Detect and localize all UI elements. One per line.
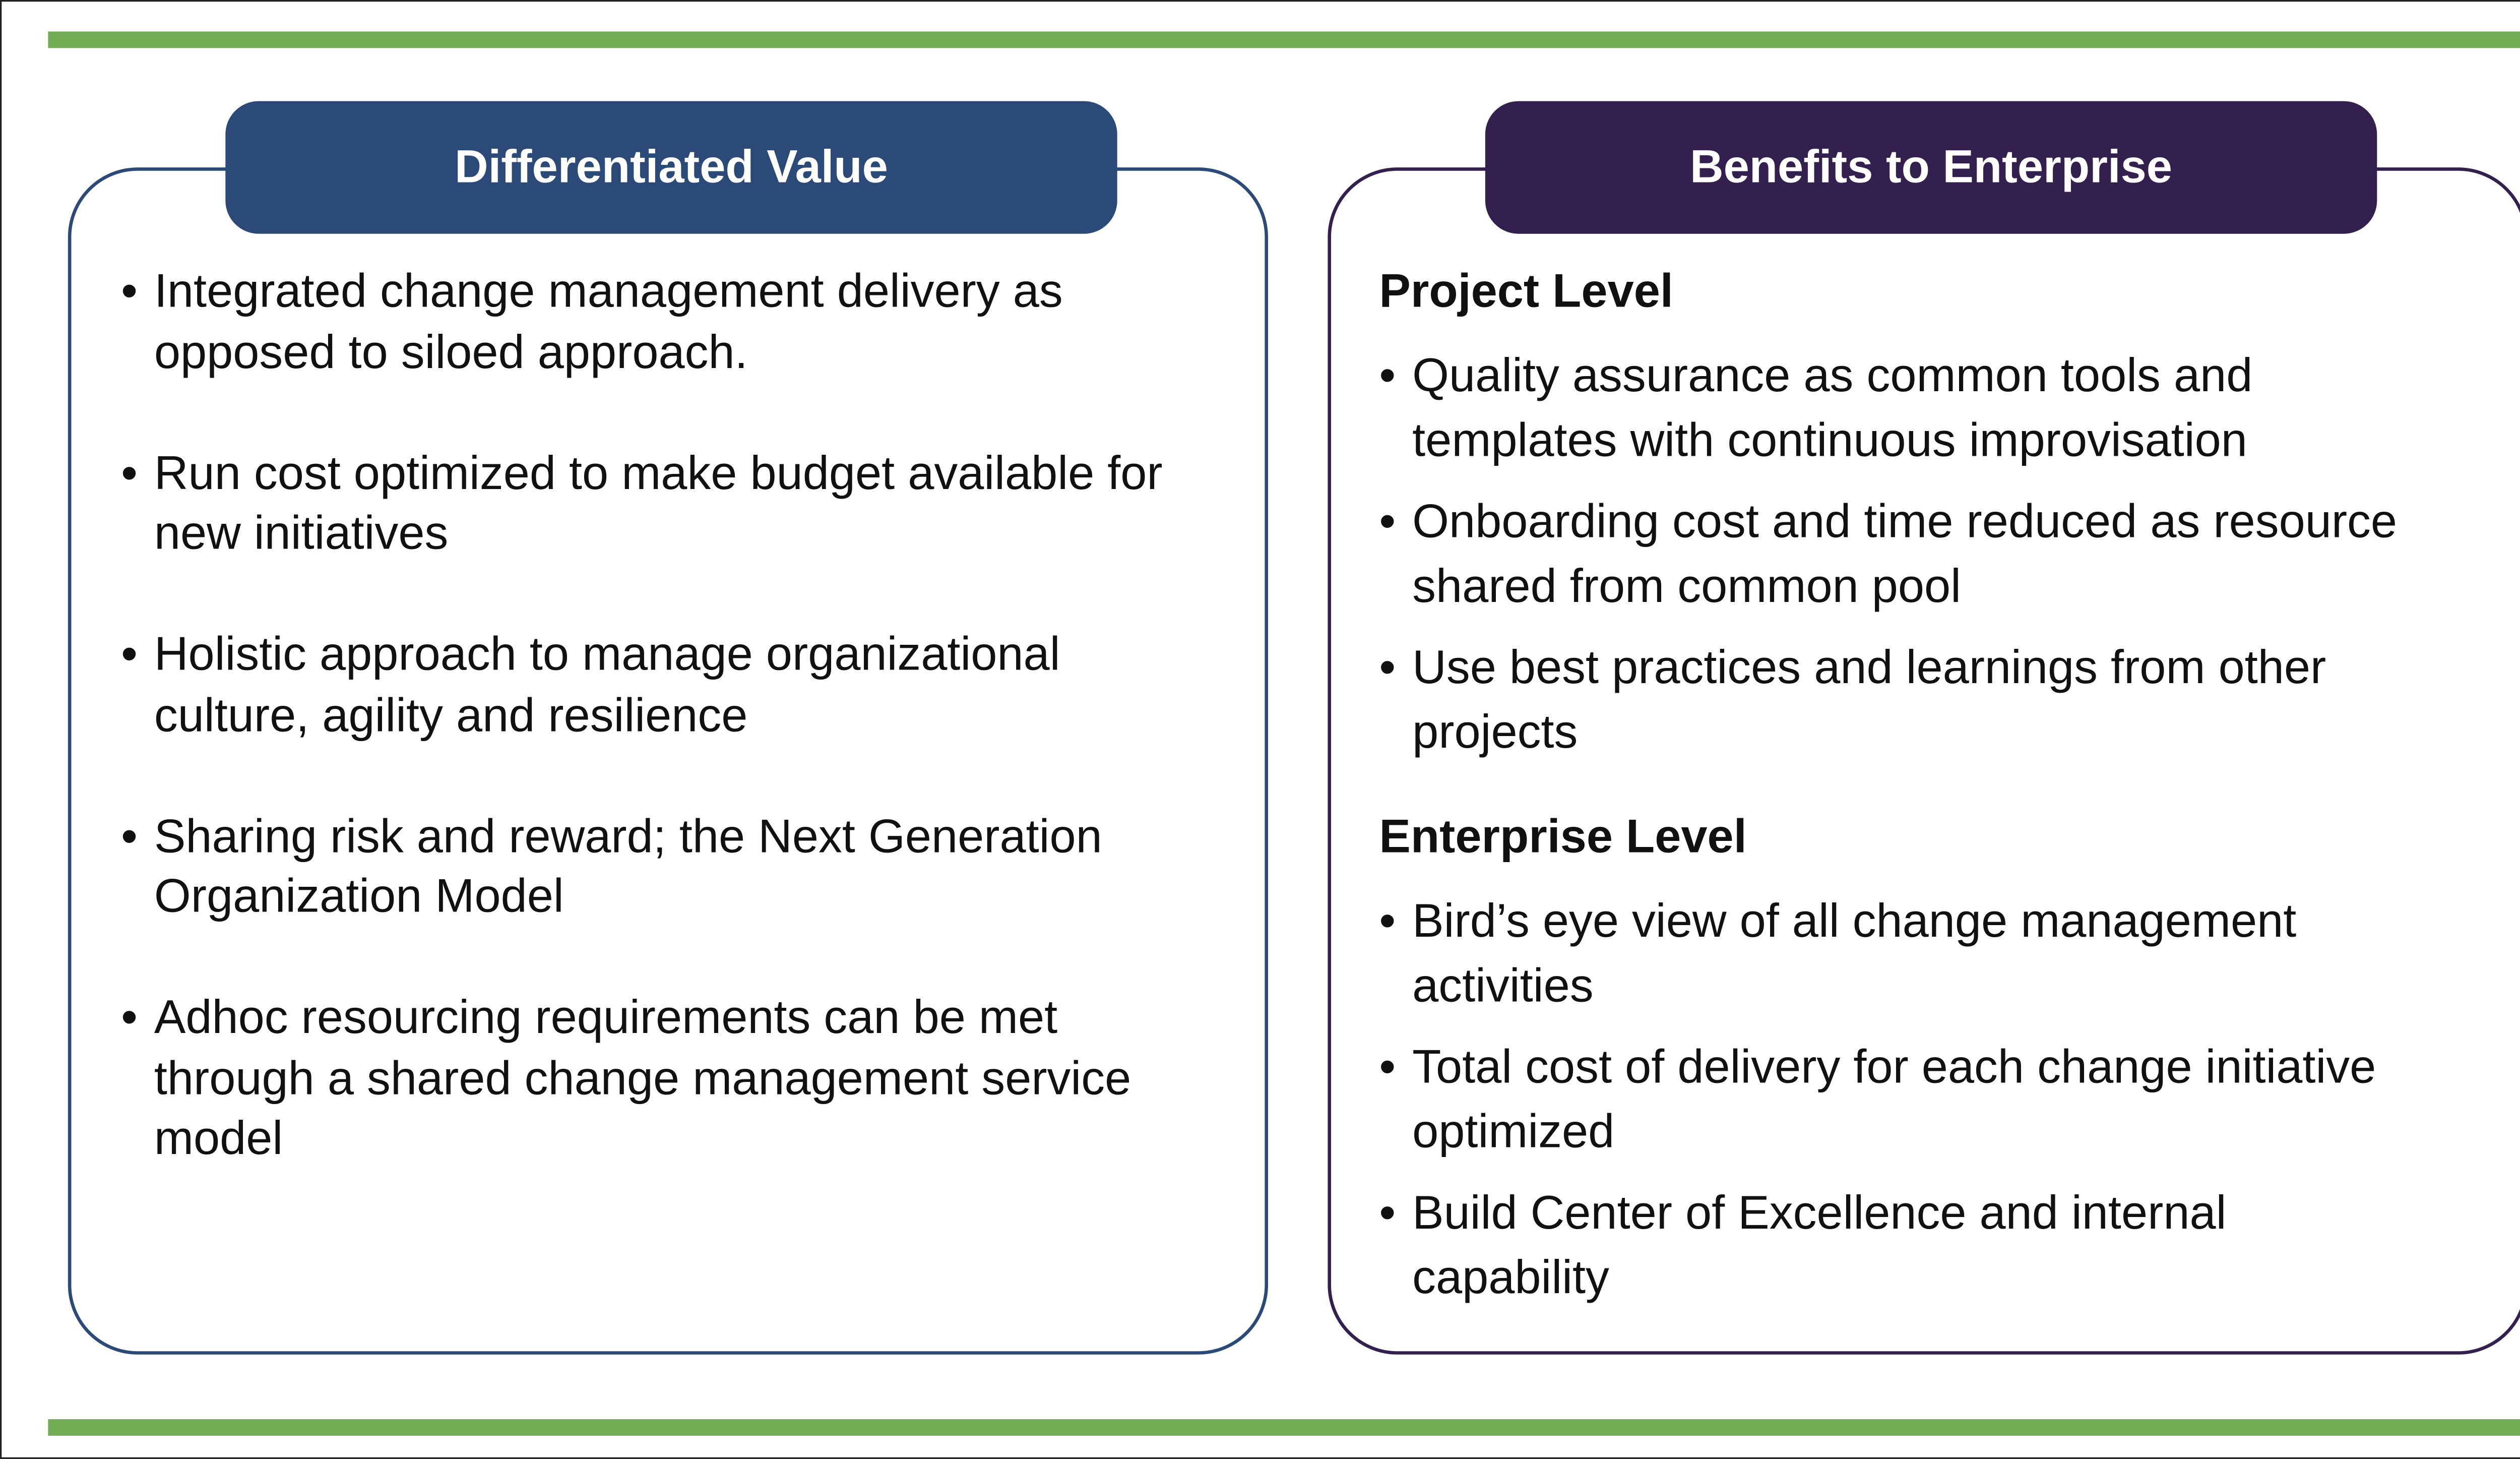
item-text: Adhoc resourcing requirements can be met…	[154, 991, 1131, 1166]
item-text: Run cost optimized to make budget availa…	[154, 447, 1163, 561]
project-level-heading: Project Level	[1379, 265, 1673, 319]
top-accent-bar	[48, 31, 2520, 48]
enterprise-level-heading: Enterprise Level	[1379, 811, 1747, 864]
benefits-title: Benefits to Enterprise	[1485, 101, 2377, 234]
list-item: •Integrated change management delivery a…	[121, 265, 1063, 379]
item-text: Build Center of Excellence and internal …	[1412, 1187, 2227, 1305]
item-text: Use best practices and learnings from ot…	[1412, 641, 2326, 760]
item-text: Sharing risk and reward; the Next Genera…	[154, 810, 1102, 924]
list-item: •Total cost of delivery for each change …	[1379, 1041, 2376, 1159]
list-item: •Holistic approach to manage organizatio…	[121, 628, 1060, 742]
item-text: Quality assurance as common tools and te…	[1412, 349, 2253, 468]
differentiated-value-title: Differentiated Value	[225, 101, 1117, 234]
item-text: Total cost of delivery for each change i…	[1412, 1041, 2376, 1159]
benefits-panel	[1328, 167, 2520, 1355]
list-item: •Bird’s eye view of all change managemen…	[1379, 895, 2297, 1013]
list-item: •Run cost optimized to make budget avail…	[121, 447, 1163, 561]
bottom-accent-bar	[48, 1419, 2520, 1436]
list-item: •Onboarding cost and time reduced as res…	[1379, 496, 2398, 614]
differentiated-value-list: •Integrated change management delivery a…	[121, 262, 1215, 1231]
item-text: Onboarding cost and time reduced as reso…	[1412, 496, 2398, 614]
list-item: •Adhoc resourcing requirements can be me…	[121, 991, 1131, 1166]
list-item: •Use best practices and learnings from o…	[1379, 641, 2326, 760]
list-item: •Quality assurance as common tools and t…	[1379, 349, 2253, 468]
item-text: Holistic approach to manage organization…	[154, 628, 1060, 742]
item-text: Integrated change management delivery as…	[154, 265, 1063, 379]
list-item: •Sharing risk and reward; the Next Gener…	[121, 810, 1102, 924]
list-item: •Build Center of Excellence and internal…	[1379, 1187, 2227, 1305]
benefits-list: Project Level •Quality assurance as comm…	[1379, 260, 2520, 1328]
item-text: Bird’s eye view of all change management…	[1412, 895, 2297, 1013]
differentiated-value-panel	[68, 167, 1269, 1355]
